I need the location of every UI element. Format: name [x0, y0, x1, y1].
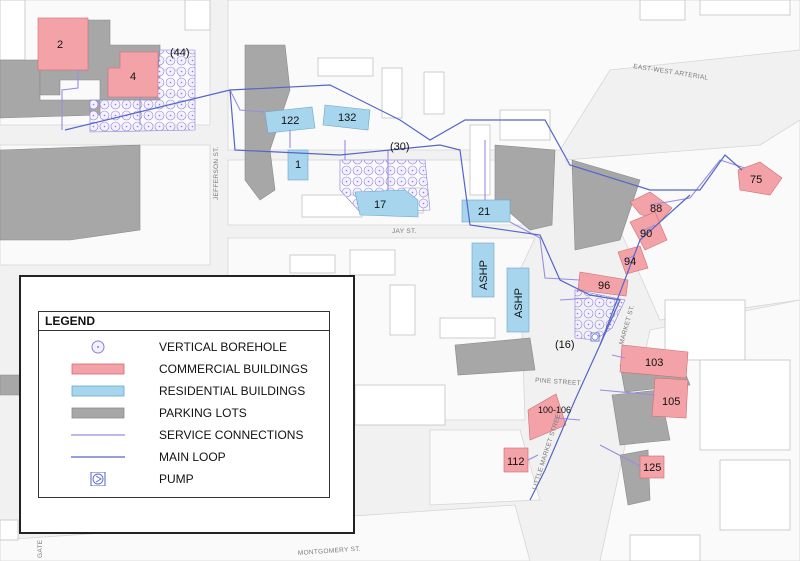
label-125: 125	[643, 462, 661, 474]
residential-buildings	[264, 104, 530, 333]
borehole-count-16: (16)	[555, 339, 575, 351]
street-jefferson: JEFFERSON ST.	[213, 146, 220, 200]
label-21: 21	[478, 206, 490, 218]
building-105	[651, 377, 689, 419]
building-21	[461, 199, 511, 223]
borehole-count-30: (30)	[390, 141, 410, 153]
legend-panel: LEGEND VERTICAL BOREHOLE COMMERCIAL BUIL…	[19, 275, 355, 534]
street-gate: GATE	[37, 539, 44, 558]
building-125	[639, 455, 665, 479]
legend-label-parking: PARKING LOTS	[159, 406, 247, 420]
main-loop-line-icon	[71, 456, 125, 458]
main-loop	[64, 84, 743, 501]
legend-label-commercial: COMMERCIAL BUILDINGS	[159, 362, 308, 376]
building-2	[37, 17, 89, 71]
legend-label-service: SERVICE CONNECTIONS	[159, 428, 304, 442]
building-ashp-1	[471, 242, 495, 298]
label-2: 2	[57, 39, 63, 51]
street-jay: JAY ST.	[392, 228, 417, 235]
legend-item-main-loop: MAIN LOOP	[39, 447, 329, 467]
legend-item-residential: RESIDENTIAL BUILDINGS	[39, 381, 329, 401]
label-103: 103	[645, 357, 663, 369]
borehole-counts: (44) (30) (16)	[170, 47, 575, 351]
building-122	[264, 106, 316, 134]
label-90: 90	[640, 228, 652, 240]
legend-label-main-loop: MAIN LOOP	[159, 450, 226, 464]
label-96: 96	[598, 280, 610, 292]
label-112: 112	[507, 456, 525, 468]
building-112	[503, 447, 529, 473]
label-ashp-1: ASHP	[478, 260, 490, 290]
service-line-icon	[71, 434, 125, 436]
label-122: 122	[281, 115, 299, 127]
label-1: 1	[295, 159, 301, 171]
legend-item-pump: PUMP	[39, 469, 329, 489]
building-88	[629, 191, 673, 223]
building-labels: 2 4 75 88 90 94 96 103 105 100-106 112 1…	[57, 39, 762, 474]
legend-box: LEGEND VERTICAL BOREHOLE COMMERCIAL BUIL…	[38, 311, 330, 498]
pump-icon	[590, 332, 600, 342]
commercial-buildings	[37, 17, 783, 479]
building-103	[619, 344, 689, 379]
label-94: 94	[624, 256, 636, 268]
parking-swatch	[71, 407, 125, 419]
legend-item-service: SERVICE CONNECTIONS	[39, 425, 329, 445]
commercial-swatch	[71, 363, 125, 375]
legend-title: LEGEND	[39, 312, 329, 331]
building-ashp-2	[506, 267, 530, 333]
building-96	[577, 271, 629, 297]
building-4	[107, 51, 159, 98]
street-east-west-arterial: EAST-WEST ARTERIAL	[633, 63, 709, 82]
label-75: 75	[750, 174, 762, 186]
street-pine: PINE STREET	[535, 377, 581, 387]
building-17	[354, 189, 419, 218]
legend-item-commercial: COMMERCIAL BUILDINGS	[39, 359, 329, 379]
building-100-106	[527, 393, 567, 441]
legend-label-pump: PUMP	[159, 472, 194, 486]
label-100-106: 100-106	[538, 405, 571, 415]
label-88: 88	[650, 203, 662, 215]
building-132	[322, 104, 371, 131]
vertical-borehole-icon	[91, 340, 105, 354]
label-132: 132	[338, 112, 356, 124]
building-75	[737, 161, 783, 196]
legend-item-vertical-borehole: VERTICAL BOREHOLE	[39, 337, 329, 357]
legend-label-residential: RESIDENTIAL BUILDINGS	[159, 384, 306, 398]
pump-legend-icon	[90, 472, 106, 486]
legend-label-vertical-borehole: VERTICAL BOREHOLE	[159, 340, 288, 354]
street-montgomery: MONTGOMERY ST.	[298, 546, 362, 557]
residential-swatch	[71, 385, 125, 397]
street-market: MARKET ST.	[618, 304, 636, 346]
label-105: 105	[662, 396, 680, 408]
legend-item-parking: PARKING LOTS	[39, 403, 329, 423]
label-4: 4	[130, 71, 136, 83]
label-ashp-2: ASHP	[513, 288, 525, 318]
borehole-field-44	[89, 49, 196, 133]
borehole-field-16	[574, 289, 626, 341]
building-1	[287, 149, 309, 181]
label-17: 17	[374, 199, 386, 211]
borehole-count-44: (44)	[170, 47, 190, 59]
